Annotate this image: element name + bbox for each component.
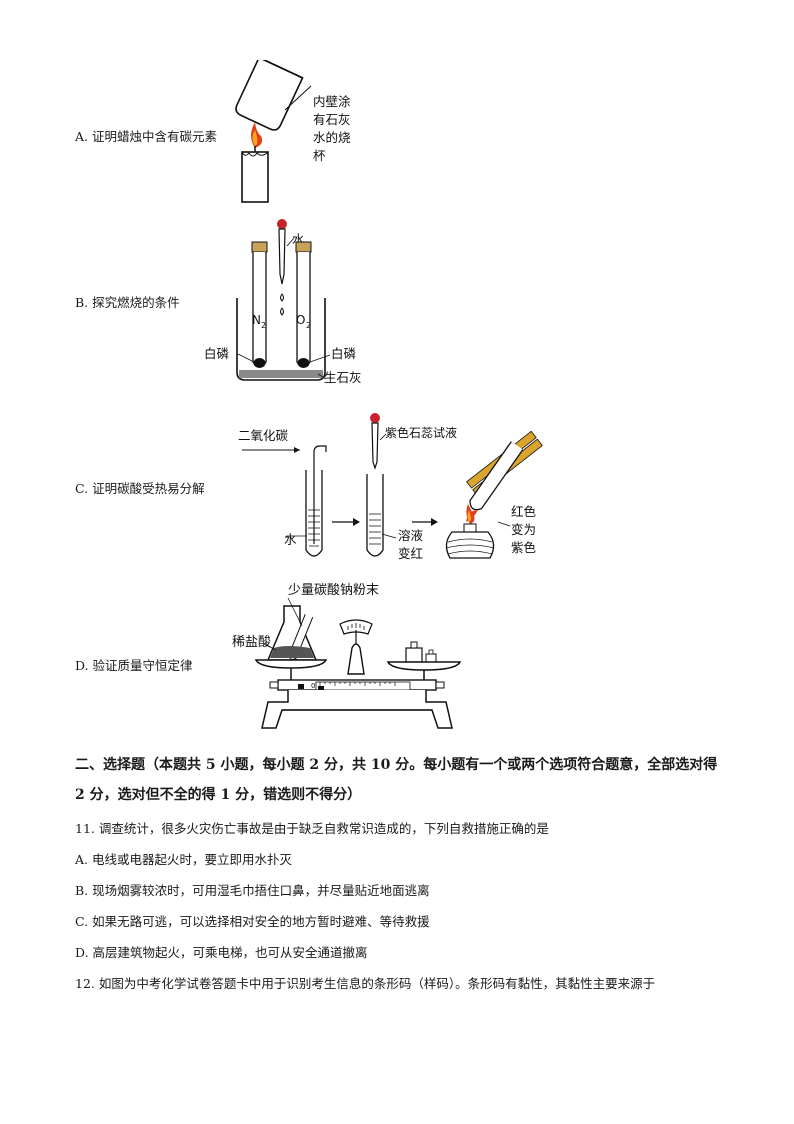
scale-mark-0: 0 [311,682,315,690]
option-c-label: C. 证明碳酸受热易分解 [75,481,205,496]
question-12-stem: 12. 如图为中考化学试卷答题卡中用于识别考生信息的条形码（样码）。条形码有黏性… [75,976,656,991]
figure-a-candle-beaker: 内壁涂 有石灰 水的烧 杯 [235,60,351,203]
section-heading: 二、选择题（本题共 5 小题，每小题 2 分，共 10 分。每小题有一个或两个选… [75,757,718,803]
question-11-option-d: D. 高层建筑物起火，可乘电梯，也可从安全通道撤离 [75,945,368,960]
callout-a-line-3: 水的烧 [313,130,351,145]
figure-c-carbonic-acid: 二氧化碳 水 紫色石蕊试液 溶液 变红 红色 变为 紫色 [238,413,543,561]
o2-label: O [296,313,305,327]
option-a-label: A. 证明蜡烛中含有碳元素 [75,129,217,144]
callout-a-line-4: 杯 [313,148,326,163]
litmus-label: 紫色石蕊试液 [385,425,457,440]
sodium-carbonate-label: 少量碳酸钠粉末 [288,583,379,598]
red-to-purple-line-3: 紫色 [511,540,537,555]
question-11-option-b: B. 现场烟雾较浓时，可用湿毛巾捂住口鼻，并尽量贴近地面逃离 [75,883,430,898]
figure-b-combustion: 水 N 2 O 2 白磷 白磷 生石灰 [204,219,362,385]
option-d-label: D. 验证质量守恒定律 [75,658,193,673]
callout-a-lines: 内壁涂 有石灰 水的烧 杯 [313,94,351,163]
question-11-option-a: A. 电线或电器起火时，要立即用水扑灭 [75,852,292,867]
red-to-purple-line-2: 变为 [511,522,536,537]
o2-subscript: 2 [306,321,311,330]
solution-red-line-1: 溶液 [398,528,424,543]
solution-red-line-2: 变红 [398,546,423,561]
white-phosphorus-right: 白磷 [331,346,357,361]
red-to-purple-line-1: 红色 [511,504,537,519]
n2-label: N [252,313,261,327]
figure-d-balance: 少量碳酸钠粉末 稀盐酸 0 1 2 3 4 5g [232,583,462,729]
white-phosphorus-left: 白磷 [204,346,230,361]
callout-a-line-1: 内壁涂 [313,94,351,109]
dilute-hcl-label: 稀盐酸 [232,635,271,650]
option-b-label: B. 探究燃烧的条件 [75,295,180,310]
n2-subscript: 2 [261,321,266,330]
callout-a-line-2: 有石灰 [313,112,351,127]
question-11-option-c: C. 如果无路可逃，可以选择相对安全的地方暂时避难、等待救援 [75,914,430,929]
question-11-stem: 11. 调查统计，很多火灾伤亡事故是由于缺乏自救常识造成的，下列自救措施正确的是 [75,821,549,836]
co2-label: 二氧化碳 [238,428,289,443]
quicklime-label: 生石灰 [324,370,362,385]
water-label-c: 水 [284,532,297,547]
